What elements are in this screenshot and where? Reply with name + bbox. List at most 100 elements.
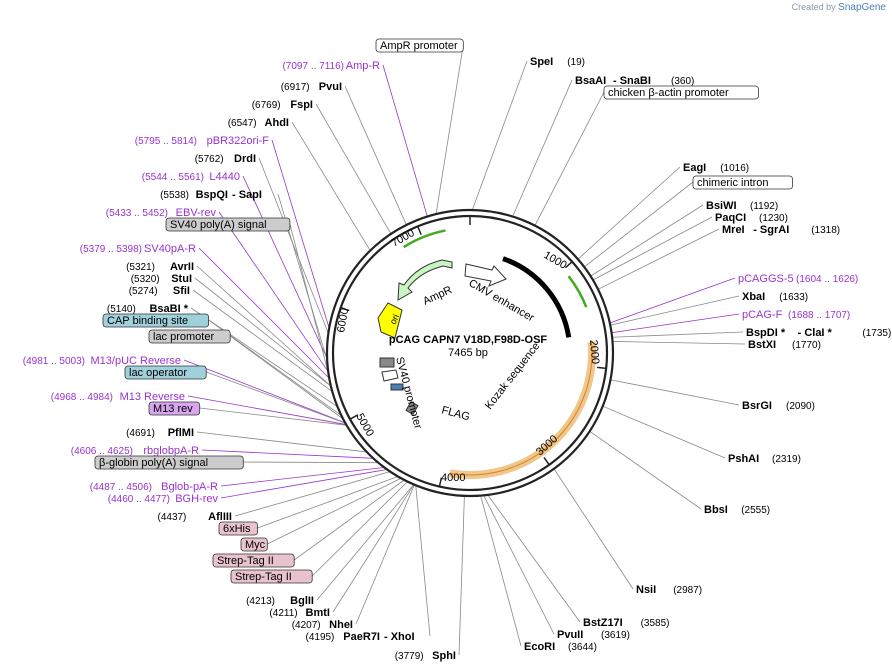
tick-2000: 2000 bbox=[587, 339, 601, 364]
leader-line bbox=[332, 484, 415, 613]
cap-box bbox=[390, 383, 404, 391]
leader-line bbox=[609, 277, 736, 324]
feature-label: Strep-Tag II bbox=[235, 571, 292, 583]
leader-lines bbox=[183, 44, 746, 656]
leader-line bbox=[220, 467, 385, 487]
site-label: EcoRI(3644) bbox=[524, 641, 597, 653]
leader-line bbox=[611, 313, 740, 334]
site-label: PvuII (3619) bbox=[557, 629, 630, 641]
site-label: lac promoter bbox=[148, 329, 231, 344]
site-label: AvrII(5321) bbox=[126, 261, 194, 273]
site-label: EagI(1016) bbox=[683, 162, 749, 174]
feature-box bbox=[148, 329, 231, 344]
leader-line bbox=[243, 461, 379, 464]
leader-line bbox=[534, 91, 605, 226]
site-label: BGH-rev(4460 .. 4477) bbox=[108, 493, 219, 505]
site-position: (2987) bbox=[673, 585, 702, 596]
leader-line bbox=[584, 181, 694, 268]
leader-line bbox=[267, 477, 402, 545]
site-position: (5321) bbox=[126, 262, 155, 273]
feature-box bbox=[165, 217, 291, 232]
plasmid-name: pCAG CAPN7 V18D,F98D-OSF bbox=[389, 334, 548, 346]
cmv-arrow bbox=[464, 263, 507, 287]
primer-name: EBV-rev bbox=[176, 207, 217, 219]
feature-box bbox=[148, 401, 201, 416]
enzyme-name: - ClaI * bbox=[798, 327, 833, 339]
feature-label: chicken β-actin promoter bbox=[608, 87, 729, 99]
credit-text: Created by bbox=[791, 2, 836, 12]
ori-label: ori bbox=[388, 313, 401, 326]
leader-line bbox=[382, 64, 428, 217]
primer-name: L4440 bbox=[209, 171, 240, 183]
sv40-label: SV40 promoter bbox=[393, 356, 424, 431]
snapgene-logo: SnapGene bbox=[838, 2, 886, 13]
site-label: M13 Reverse(4968 .. 4984) bbox=[51, 391, 185, 403]
leader-line bbox=[199, 407, 347, 426]
primer-name: Bglob-pA-R bbox=[161, 481, 218, 493]
site-label: DrdI(5762) bbox=[195, 153, 256, 165]
site-position: (6547) bbox=[228, 118, 257, 129]
site-label: MreI- SgrAI(1318) bbox=[722, 224, 840, 236]
site-position: (2319) bbox=[772, 454, 801, 465]
site-label: Strep-Tag II bbox=[212, 553, 295, 568]
site-label: BglII(4213) bbox=[246, 595, 314, 607]
backbone-outer bbox=[325, 208, 615, 498]
site-label: SfiI(5274) bbox=[129, 285, 190, 297]
leader-line bbox=[293, 479, 405, 561]
site-label: SphI(3779) bbox=[395, 650, 456, 662]
enzyme-name: MreI bbox=[722, 224, 745, 236]
primer-name: M13/pUC Reverse bbox=[91, 355, 181, 367]
site-position: (1735) bbox=[862, 328, 891, 339]
site-label: BspDI *- ClaI *(1735) bbox=[746, 327, 891, 339]
site-label: β-globin poly(A) signal bbox=[94, 455, 244, 470]
site-position: (3619) bbox=[601, 630, 630, 641]
primer-name: Amp-R bbox=[346, 60, 380, 72]
leader-line bbox=[201, 449, 374, 459]
site-label: pCAGGS-5(1604 .. 1626) bbox=[738, 273, 858, 285]
enzyme-name: SfiI bbox=[173, 285, 190, 297]
site-label: chimeric intron bbox=[692, 175, 793, 190]
site-label: rbglobpA-R(4606 .. 4625) bbox=[71, 445, 199, 457]
enzyme-name: - SnaBI bbox=[613, 75, 651, 87]
site-position: (1016) bbox=[720, 163, 749, 174]
site-position: (5320) bbox=[131, 274, 160, 285]
cmv-label: CMV enhancer bbox=[467, 277, 537, 324]
promoter-arc bbox=[567, 275, 588, 308]
site-label: StuI(5320) bbox=[131, 273, 192, 285]
leader-line bbox=[289, 223, 330, 375]
site-label: SV40pA-R(5379 .. 5398) bbox=[80, 243, 196, 255]
primer-name: rbglobpA-R bbox=[143, 445, 199, 457]
site-position: (5544 .. 5561) bbox=[142, 172, 204, 183]
site-position: (5379 .. 5398) bbox=[80, 244, 142, 255]
feature-box bbox=[94, 455, 244, 470]
site-label: Amp-R(7097 .. 7116) bbox=[282, 60, 380, 72]
enzyme-name: BsaBI * bbox=[149, 303, 188, 315]
site-position: (4211) bbox=[269, 608, 297, 619]
site-position: (6769) bbox=[252, 100, 281, 111]
enzyme-name: PflMI bbox=[168, 427, 194, 439]
enzyme-name: PvuII bbox=[557, 629, 583, 641]
site-label: Myc bbox=[240, 537, 268, 552]
feature-label: β-globin poly(A) signal bbox=[99, 457, 208, 469]
site-position: (4207) bbox=[292, 620, 321, 631]
leader-line bbox=[192, 289, 333, 392]
enzyme-name: FspI bbox=[290, 99, 313, 111]
enzyme-name: SphI bbox=[432, 650, 456, 662]
site-label: L4440 (5544 .. 5561) bbox=[142, 171, 240, 183]
enzyme-name: NheI bbox=[329, 619, 353, 631]
feature-label: lac promoter bbox=[153, 331, 214, 343]
leader-line bbox=[316, 484, 415, 601]
site-position: (4460 .. 4477) bbox=[108, 494, 170, 505]
site-label: BsiWI(1192) bbox=[706, 200, 778, 212]
feature-box bbox=[240, 537, 268, 552]
site-label: M13/pUC Reverse(4981 .. 5003) bbox=[23, 355, 181, 367]
ori-arrow bbox=[377, 302, 403, 339]
leader-line bbox=[602, 405, 726, 459]
site-label: AflIII(4437) bbox=[157, 511, 232, 523]
tick-mark bbox=[417, 226, 422, 235]
site-position: (5795 .. 5814) bbox=[135, 136, 197, 147]
leader-line bbox=[291, 121, 371, 251]
site-label: Strep-Tag II bbox=[230, 569, 313, 584]
